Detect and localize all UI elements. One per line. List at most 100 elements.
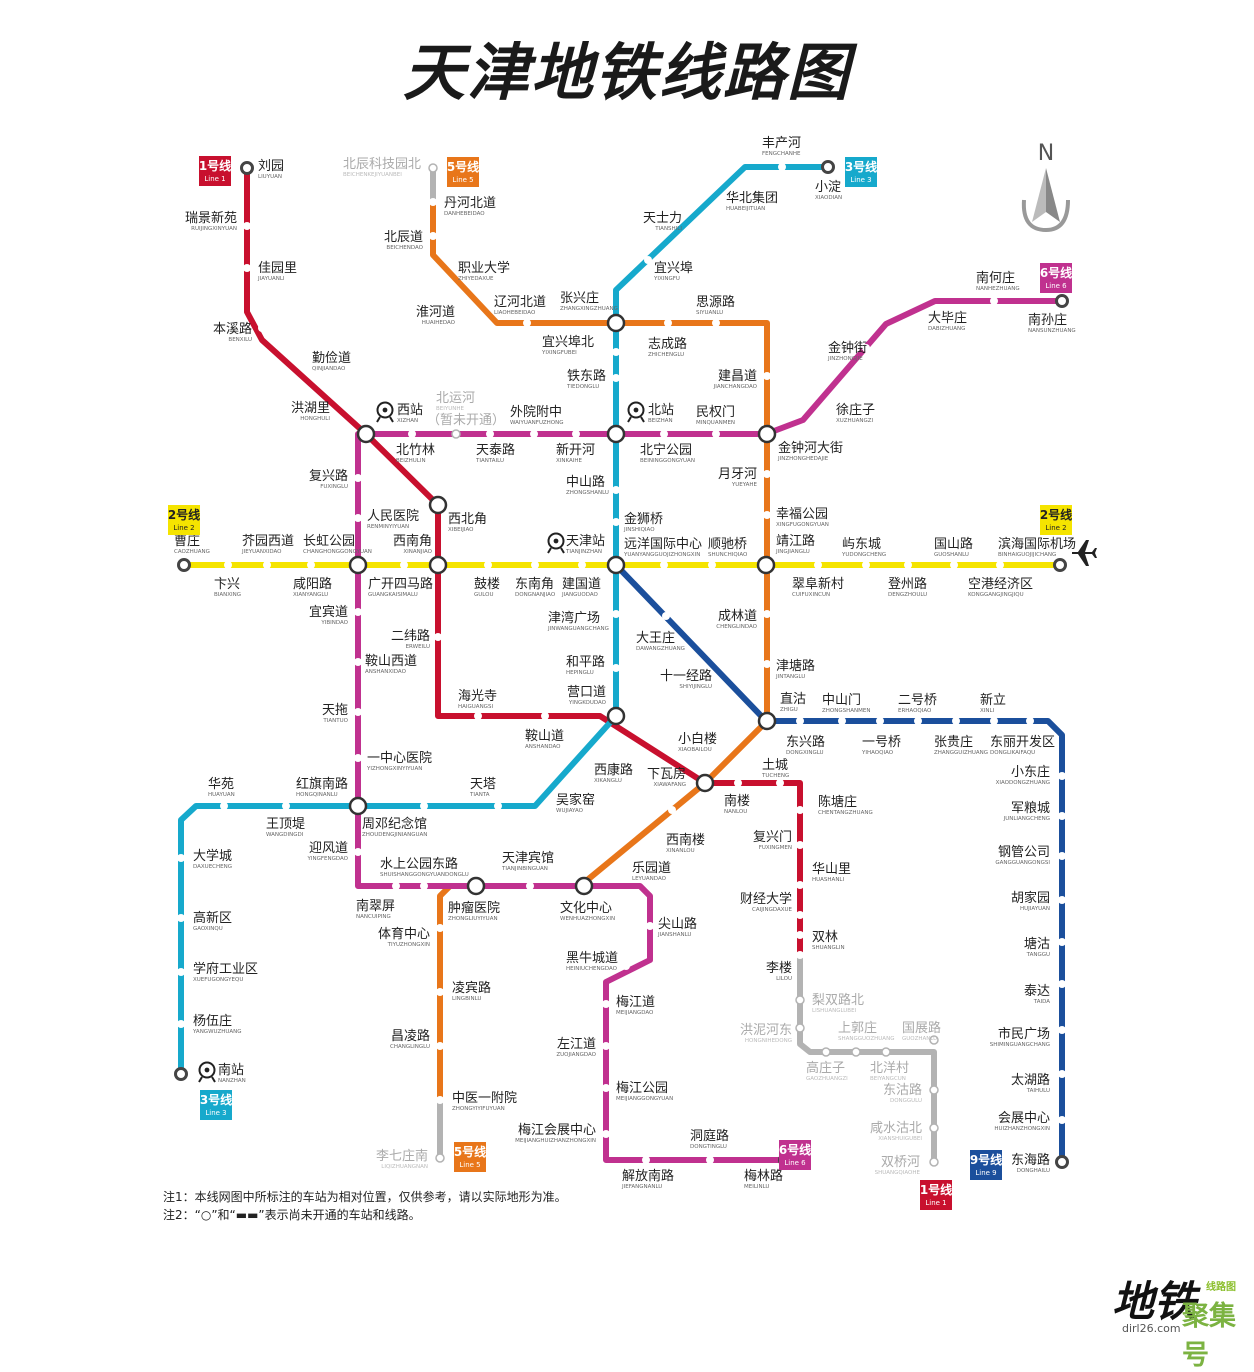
station-marker	[434, 633, 442, 641]
station-marker	[706, 1156, 714, 1164]
station-name: 洞庭路	[690, 1128, 729, 1144]
station-pinyin: MINQUANMEN	[696, 420, 735, 426]
station-name: 钢管公司	[998, 845, 1050, 860]
station-name: 国展路	[902, 1020, 941, 1036]
station-marker	[263, 561, 271, 569]
station-marker	[821, 160, 835, 174]
station-marker	[796, 806, 804, 814]
station-marker	[602, 1000, 610, 1008]
station-name: 黑牛城道	[566, 951, 618, 966]
station-pinyin: YUDONGCHENG	[841, 552, 886, 558]
station-marker	[1058, 980, 1066, 988]
station-name: 东丽开发区	[990, 734, 1055, 750]
station-name: 一号桥	[862, 735, 901, 750]
station-name: 靖江路	[776, 533, 815, 549]
station-name: 下瓦房	[647, 766, 686, 782]
station-name: 营口道	[567, 685, 606, 700]
station-name: 大毕庄	[928, 310, 967, 326]
station-pinyin: BEININGGONGYUAN	[640, 458, 695, 464]
station-marker	[354, 514, 362, 522]
station-name: 吴家窑	[556, 792, 595, 808]
station-name: 梅江公园	[616, 1081, 668, 1096]
station-name: 小白楼	[678, 731, 717, 747]
station-pinyin: DANHEBEIDAO	[444, 211, 485, 217]
station-pinyin: FUXINGLU	[320, 484, 348, 490]
station-name: 尖山路	[658, 916, 697, 932]
station-pinyin: MEILINLU	[744, 1184, 769, 1190]
station-marker	[763, 511, 771, 519]
station-pinyin: BEICHENKEJIYUANBEI	[343, 172, 402, 178]
station-name: 和平路	[566, 654, 605, 670]
station-pinyin: ZHICHENGLU	[648, 352, 684, 358]
train-icon	[376, 401, 394, 423]
station-name: 本溪路	[213, 321, 252, 337]
interchange-station-marker	[466, 876, 486, 896]
line-badge-number: 2号线	[1040, 507, 1072, 522]
station-pinyin: HONGQINANLU	[296, 792, 338, 798]
station-pinyin: JINZHONGHEDAJIE	[777, 456, 829, 462]
interchange-station-marker	[348, 555, 368, 575]
station-name: 宜兴埠北	[542, 335, 594, 350]
station-pinyin: ZUOJIANGDAO	[556, 1052, 596, 1058]
interchange-station-marker	[606, 706, 626, 726]
station-name: 东海路	[1011, 1152, 1050, 1168]
station-name: （暂未开通）	[427, 413, 505, 428]
station-pinyin: MEIJIANGHUIZHANZHONGXIN	[515, 1138, 596, 1144]
station-name: 新立	[980, 692, 1006, 708]
page-title: 天津地铁线路图	[402, 36, 851, 109]
station-pinyin: BEIZHULIN	[396, 458, 426, 464]
station-pinyin: SHUISHANGGONGYUANDONGLU	[380, 872, 469, 878]
station-name: 上郭庄	[838, 1020, 877, 1036]
station-pinyin: LILOU	[776, 976, 792, 982]
station-marker	[668, 806, 676, 814]
station-name: 南何庄	[976, 270, 1015, 286]
interchange-station-marker	[356, 424, 376, 444]
station-name: 北辰道	[384, 230, 423, 245]
station-pinyin: SHANGGUOZHUANG	[838, 1036, 894, 1042]
station-pinyin: YUEYAHE	[731, 482, 758, 488]
line-badge-english: Line 2	[1045, 524, 1066, 532]
station-pinyin: XINKAIHE	[556, 458, 583, 464]
station-name: 民权门	[696, 404, 735, 420]
station-name: 天拖	[322, 703, 348, 718]
station-name: 国山路	[934, 536, 973, 552]
station-marker	[1055, 294, 1069, 308]
station-marker	[1058, 938, 1066, 946]
station-name: 左江道	[557, 1037, 596, 1052]
station-pinyin: CHENTANGZHUANG	[818, 810, 873, 816]
station-pinyin: DONGXINGLU	[786, 750, 824, 756]
station-pinyin: HAIGUANGSI	[458, 704, 493, 710]
station-name: 会展中心	[998, 1111, 1050, 1126]
station-pinyin: JINZHONGJIE	[827, 356, 863, 362]
line-badge-english: Line 5	[452, 176, 473, 184]
station-marker	[258, 324, 266, 332]
station-pinyin: NANZHAN	[218, 1078, 246, 1084]
station-pinyin: FENGCHANHE	[762, 151, 801, 157]
station-marker	[436, 1042, 444, 1050]
interchange-station-marker	[757, 424, 777, 444]
station-name: 李楼	[766, 961, 792, 976]
station-pinyin: XIAOBAILOU	[678, 747, 712, 753]
station-pinyin: ERHAOQIAO	[898, 708, 932, 714]
station-marker	[531, 561, 539, 569]
watermark-main: 地铁	[1112, 1277, 1197, 1326]
station-marker	[622, 962, 630, 970]
station-name: 北宁公园	[640, 442, 692, 458]
station-pinyin: WUJIAYAO	[556, 808, 584, 814]
line-badge-l2: 2号线 Line 2	[1040, 505, 1072, 535]
rail-icons	[198, 401, 1097, 1083]
station-marker	[734, 779, 742, 787]
station-name: 佳园里	[258, 261, 297, 276]
station-pinyin: GAOXINQU	[193, 926, 223, 932]
station-name: 金钟街	[828, 340, 867, 356]
station-marker	[931, 308, 939, 316]
compass-arrow-shadow-icon	[1046, 168, 1060, 222]
station-pinyin: XUEFUGONGYEQU	[193, 977, 243, 983]
station-pinyin: JINTANGLU	[775, 674, 805, 680]
station-pinyin: DONGNANJIAO	[515, 592, 556, 598]
station-marker	[644, 256, 652, 264]
station-pinyin: HUAIHEDAO	[422, 320, 456, 326]
station-marker	[763, 610, 771, 618]
station-name: 迎风道	[309, 841, 348, 856]
